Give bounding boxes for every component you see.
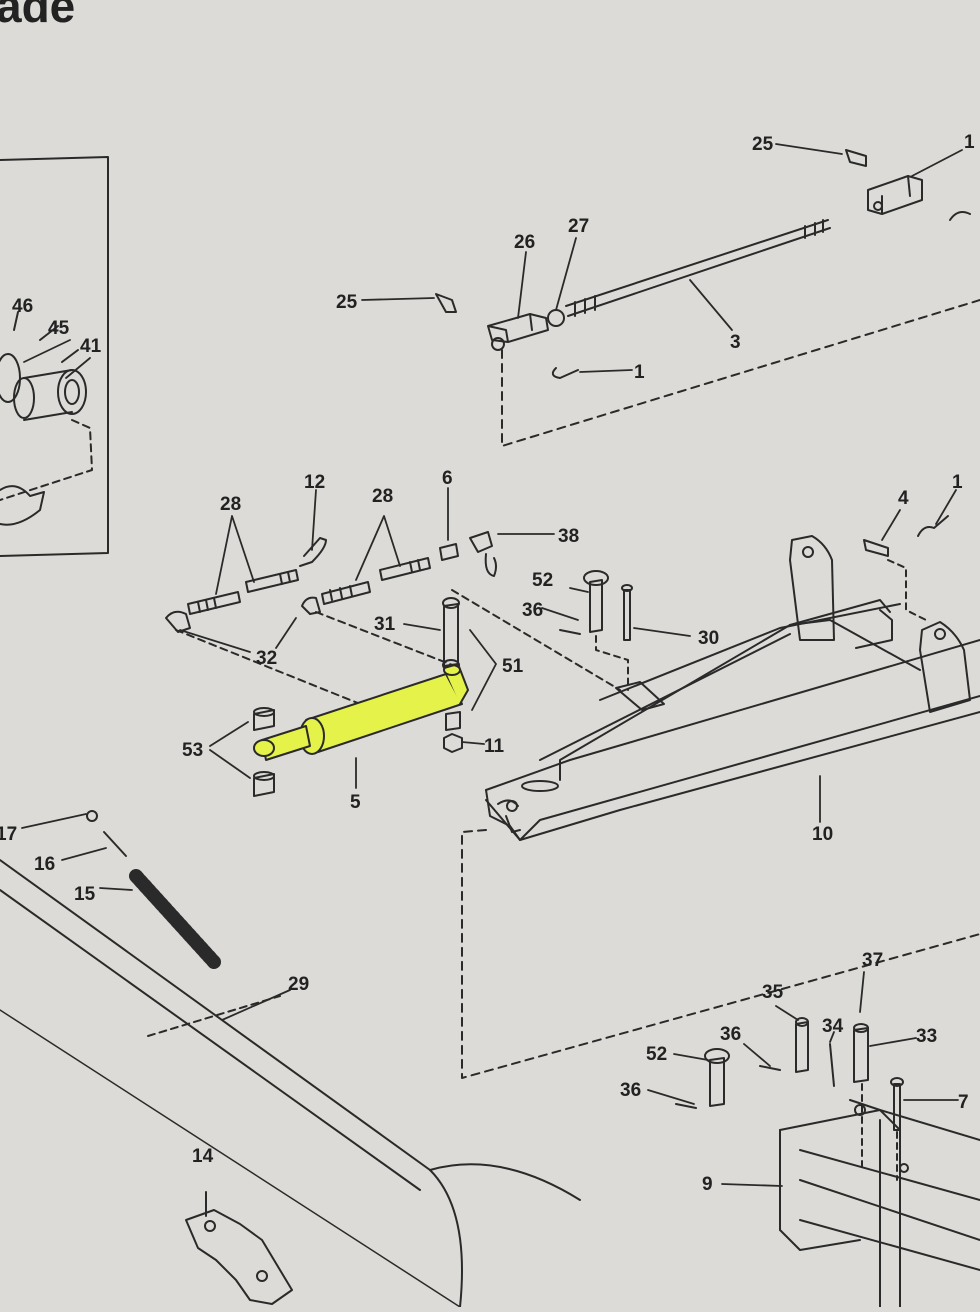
spring-15 <box>129 869 221 969</box>
eye-bolt-16 <box>103 831 127 857</box>
elbow-fitting <box>299 537 327 567</box>
callout-31: 31 <box>374 614 396 635</box>
callout-9: 9 <box>702 1174 713 1195</box>
callout-12: 12 <box>304 472 325 493</box>
callout-16: 16 <box>34 854 55 875</box>
callout-28-left: 28 <box>220 494 241 515</box>
rod-assembly <box>435 219 980 447</box>
callout-36-upper: 36 <box>522 600 543 621</box>
callout-6: 6 <box>442 468 453 489</box>
pin-35 <box>795 1021 809 1073</box>
callout-36-lower: 36 <box>620 1080 641 1101</box>
callout-28-right: 28 <box>372 486 393 507</box>
callout-labels: 25 1 25 26 27 3 1 46 45 41 12 6 28 28 38… <box>0 132 975 1195</box>
callout-34: 34 <box>822 1016 844 1037</box>
a-frame-part-10 <box>461 515 980 1079</box>
callout-10: 10 <box>812 824 833 845</box>
callout-27: 27 <box>568 216 589 237</box>
grease-fitting <box>435 293 457 313</box>
hydraulic-fittings <box>165 531 621 721</box>
callout-5: 5 <box>350 792 361 813</box>
callout-36-mid: 36 <box>720 1024 741 1045</box>
pin-52-lower <box>709 1057 725 1107</box>
latch-part-14 <box>185 1191 293 1305</box>
spring-assembly <box>0 810 581 1308</box>
inset-detail-box <box>0 156 109 557</box>
callout-38: 38 <box>558 526 579 547</box>
bushing-part <box>23 369 73 421</box>
callout-51: 51 <box>502 656 524 677</box>
elbow-fitting <box>165 610 191 633</box>
callout-37: 37 <box>862 950 883 971</box>
callout-45: 45 <box>48 318 70 339</box>
lower-lug <box>485 789 521 841</box>
hose-adapter <box>187 591 241 615</box>
bushings-53 <box>253 707 275 797</box>
callout-7: 7 <box>958 1092 969 1113</box>
bushing-51 <box>445 711 461 731</box>
elbow-fitting <box>301 596 321 615</box>
bracket-plate <box>615 681 665 711</box>
callout-41: 41 <box>80 336 102 357</box>
clevis-block <box>487 313 549 343</box>
callout-1-right: 1 <box>952 472 963 493</box>
hex-nut-11 <box>443 733 463 753</box>
callout-35: 35 <box>762 982 784 1003</box>
callout-25: 25 <box>336 292 358 313</box>
pin-4 <box>863 539 889 557</box>
bolt-25 <box>845 149 867 167</box>
o-ring <box>439 543 459 561</box>
callout-33: 33 <box>916 1026 937 1047</box>
nut-17 <box>86 810 98 822</box>
swivel-fitting <box>469 531 497 577</box>
callout-26: 26 <box>514 232 535 253</box>
header-title-fragment: ade <box>0 0 75 32</box>
callout-46: 46 <box>12 296 33 317</box>
callout-leaders <box>21 143 963 1187</box>
callout-17: 17 <box>0 824 17 845</box>
callout-29: 29 <box>288 974 309 995</box>
callout-11: 11 <box>484 736 505 757</box>
callout-14: 14 <box>192 1146 214 1167</box>
rod-eye <box>253 739 275 757</box>
hitch-assembly-part-9 <box>675 1017 980 1308</box>
upper-clevis <box>845 149 971 221</box>
pin-33 <box>853 1027 869 1083</box>
hairpin-pin <box>551 367 579 379</box>
callout-1: 1 <box>634 362 645 383</box>
pin-34 <box>829 1043 835 1087</box>
callout-25-upper: 25 <box>752 134 774 155</box>
callout-53: 53 <box>182 740 203 761</box>
callout-52-lower: 52 <box>646 1044 667 1065</box>
hydraulic-cylinder-part-5[interactable] <box>253 663 469 761</box>
callout-4: 4 <box>898 488 909 509</box>
bolt-7 <box>893 1083 901 1131</box>
hose-adapter <box>379 557 431 581</box>
callout-3: 3 <box>730 332 741 353</box>
hose-adapter <box>321 581 371 605</box>
callout-15: 15 <box>74 884 96 905</box>
threaded-rod <box>565 219 831 317</box>
callout-32: 32 <box>256 648 277 669</box>
callout-30: 30 <box>698 628 719 649</box>
pin-52 <box>589 579 603 633</box>
callout-1-upper: 1 <box>964 132 975 153</box>
seal-ring <box>0 353 21 403</box>
callout-52-upper: 52 <box>532 570 553 591</box>
